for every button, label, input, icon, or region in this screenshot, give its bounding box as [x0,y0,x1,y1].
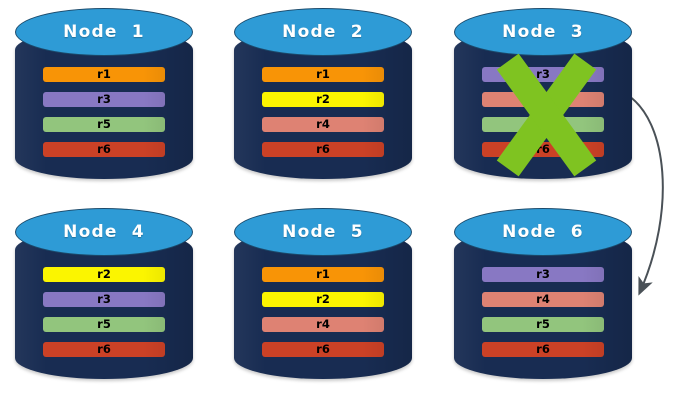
node-4[interactable]: r2 r3 r5 r6 Node 4 [15,208,193,386]
node-2[interactable]: r1 r2 r4 r6 Node 2 [234,8,412,186]
record-band[interactable]: r5 [43,317,165,332]
record-band[interactable]: r4 [482,92,604,107]
cylinder-top-disc [454,8,632,56]
record-band[interactable]: r4 [482,292,604,307]
record-band[interactable]: r1 [262,67,384,82]
record-band[interactable]: r2 [262,292,384,307]
node-title: Node 1 [63,22,145,42]
record-list: r1 r2 r4 r6 [262,267,384,357]
record-band[interactable]: r1 [43,67,165,82]
record-band[interactable]: r6 [43,142,165,157]
record-band[interactable]: r4 [262,317,384,332]
record-list: r1 r3 r5 r6 [43,67,165,157]
record-band[interactable]: r1 [262,267,384,282]
record-list: r3 r4 r5 r6 [482,267,604,357]
record-band[interactable]: r3 [482,267,604,282]
node-title: Node 5 [282,222,364,242]
record-band[interactable]: r6 [482,342,604,357]
record-band[interactable]: r2 [43,267,165,282]
record-band[interactable]: r5 [482,117,604,132]
record-band[interactable]: r6 [43,342,165,357]
record-band[interactable]: r2 [262,92,384,107]
record-band[interactable]: r4 [262,117,384,132]
node-3[interactable]: r3 r4 r5 r6 Node 3 [454,8,632,186]
node-1[interactable]: r1 r3 r5 r6 Node 1 [15,8,193,186]
node-title: Node 3 [502,22,584,42]
arrow-path [625,93,664,296]
record-band[interactable]: r5 [43,117,165,132]
record-band[interactable]: r5 [482,317,604,332]
node-title: Node 2 [282,22,364,42]
cylinder-top-disc [234,8,412,56]
node-title: Node 4 [63,222,145,242]
record-band[interactable]: r3 [43,292,165,307]
node-5[interactable]: r1 r2 r4 r6 Node 5 [234,208,412,386]
record-list: r2 r3 r5 r6 [43,267,165,357]
record-band[interactable]: r3 [482,67,604,82]
cylinder-top-disc [15,8,193,56]
record-band[interactable]: r6 [262,342,384,357]
record-band[interactable]: r3 [43,92,165,107]
record-band[interactable]: r6 [482,142,604,157]
record-list: r1 r2 r4 r6 [262,67,384,157]
node-6[interactable]: r3 r4 r5 r6 Node 6 [454,208,632,386]
node-title: Node 6 [502,222,584,242]
record-band[interactable]: r6 [262,142,384,157]
cylinder-top-disc [15,208,193,256]
cylinder-top-disc [454,208,632,256]
cylinder-top-disc [234,208,412,256]
record-list: r3 r4 r5 r6 [482,67,604,157]
